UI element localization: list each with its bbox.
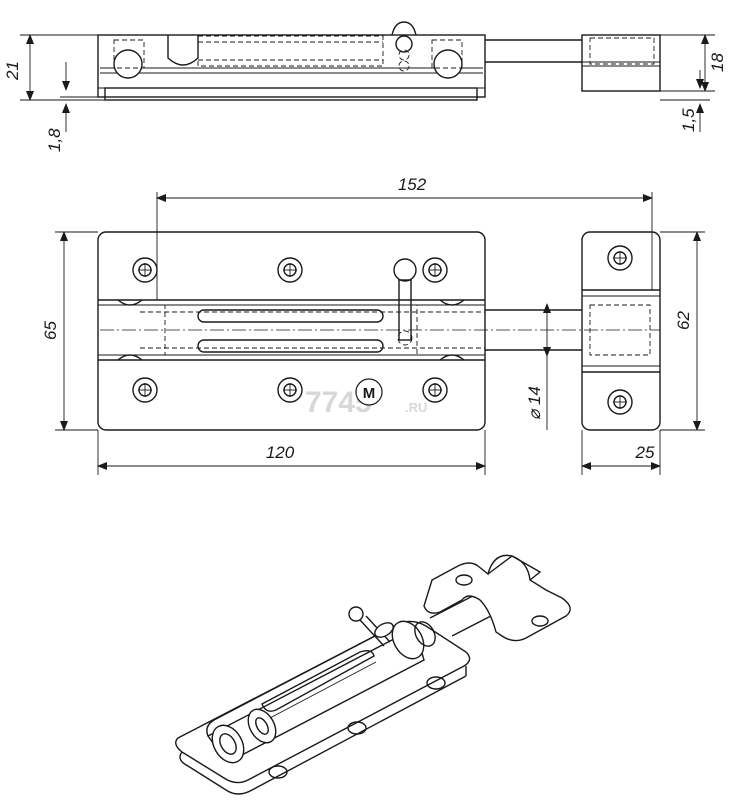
dim-keeper-thickness-label: 1,5 bbox=[679, 108, 698, 132]
dim-plate-height-label: 65 bbox=[41, 321, 60, 340]
front-plate-outline bbox=[97, 231, 486, 431]
dim-bolt-diameter-label: ⌀ 14 bbox=[525, 386, 544, 420]
iso-knob bbox=[348, 606, 364, 622]
watermark-logo-letter: M bbox=[363, 385, 376, 402]
top-screw-right bbox=[433, 49, 463, 79]
top-view: 21 1,8 18 1,5 bbox=[3, 21, 727, 152]
watermark-logo bbox=[355, 378, 383, 406]
top-knob bbox=[395, 35, 413, 53]
front-keeper-outline bbox=[581, 231, 661, 431]
watermark-suffix: .RU bbox=[405, 400, 427, 415]
front-view: 152 65 62 ⌀ 14 120 25 7745 .RU M bbox=[41, 175, 705, 475]
keeper-screw-holes bbox=[607, 245, 633, 415]
dim-keeper-height-label: 18 bbox=[708, 53, 727, 72]
dim-plate-thickness-label: 1,8 bbox=[45, 128, 64, 152]
dim-plate-width-label: 120 bbox=[266, 443, 295, 462]
top-plate-outline bbox=[97, 34, 486, 98]
isometric-view bbox=[175, 554, 571, 795]
front-knob bbox=[393, 258, 417, 282]
iso-keeper bbox=[423, 554, 571, 642]
top-screw-left bbox=[113, 49, 143, 79]
dim-overall-height-label: 21 bbox=[3, 61, 22, 81]
dim-keeper-width-label: 25 bbox=[635, 443, 655, 462]
dim-bolt-length-label: 152 bbox=[398, 175, 427, 194]
dim-keeper-height-label-front: 62 bbox=[674, 311, 693, 330]
watermark: 7745 .RU M bbox=[305, 378, 427, 419]
top-keeper-outline bbox=[581, 34, 661, 92]
